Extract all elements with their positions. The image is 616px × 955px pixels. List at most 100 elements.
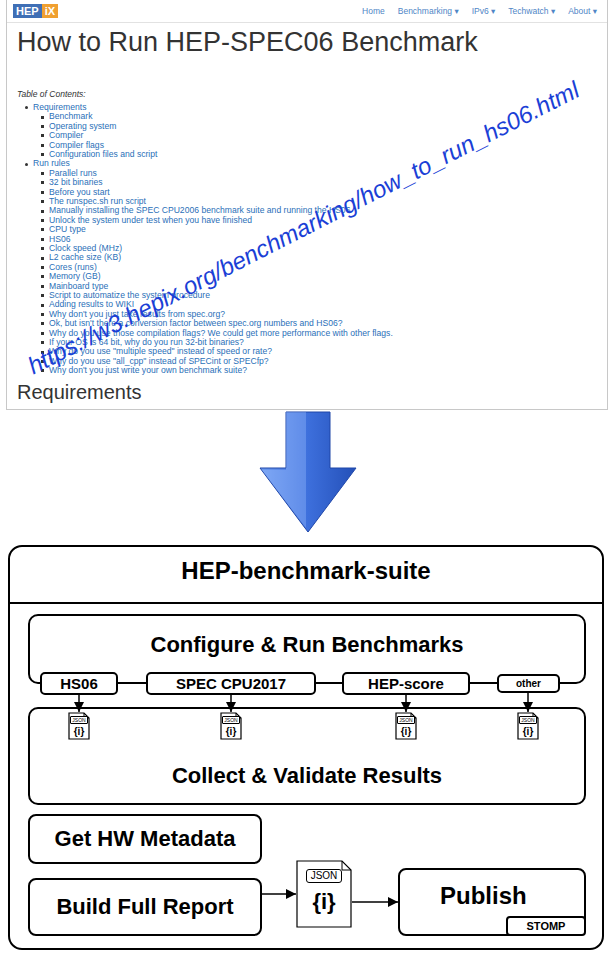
toc-bullet — [41, 134, 44, 137]
toc-bullet — [41, 294, 44, 297]
connector-arrow — [352, 901, 398, 903]
node-label: HEP-score — [368, 674, 444, 693]
toc-bullet — [41, 144, 44, 147]
toc-bullet — [41, 257, 44, 260]
toc-row: HS06 — [41, 235, 71, 244]
toc-row: 32 bit binaries — [41, 178, 103, 187]
toc-bullet — [41, 153, 44, 156]
stage-box: Configure & Run BenchmarksHS06SPEC CPU20… — [28, 614, 586, 684]
json-icon: JSON{i} — [68, 712, 90, 740]
document-shape — [518, 713, 538, 739]
toc-bullet — [41, 266, 44, 269]
toc-row: Configuration files and script — [41, 150, 157, 159]
json-icon: JSON {i} — [296, 860, 352, 928]
toc-row: Clock speed (MHz) — [41, 244, 122, 253]
toc-bullet — [25, 106, 28, 109]
toc-link: Why do you use "all_cpp" instead of SPEC… — [49, 357, 269, 366]
toc-bullet — [41, 332, 44, 335]
toc-bullet — [41, 191, 44, 194]
document-fold — [342, 861, 351, 870]
toc-link: HS06 — [49, 235, 71, 244]
toc-row: Run rules — [25, 159, 70, 168]
node-label: Configure & Run Benchmarks — [151, 632, 464, 658]
toc-link: Run rules — [33, 159, 70, 168]
document-shape — [297, 861, 351, 927]
stage-box: Collect & Validate Results JSON {i} JSON {i}… — [28, 707, 586, 805]
toc-link: Requirements — [33, 103, 87, 112]
toc-row: Mainboard type — [41, 282, 108, 291]
process-box: PublishSTOMP — [398, 868, 586, 936]
connector-arrow — [527, 693, 529, 712]
toc-bullet — [41, 172, 44, 175]
json-icon: JSON{i} — [517, 712, 539, 740]
toc-link: Configuration files and script — [49, 150, 157, 159]
toc-link: Memory (GB) — [49, 272, 101, 281]
toc-link: Mainboard type — [49, 282, 108, 291]
toc-link: Benchmark — [49, 112, 92, 121]
toc-bullet — [41, 200, 44, 203]
toc-bullet — [41, 275, 44, 278]
toc-link: Why don't you just write your own benchm… — [49, 366, 247, 375]
icon-symbol: {i} — [74, 726, 85, 738]
nav-bar: HEPiX HomeBenchmarking ▾IPv6 ▾Techwatch ▾… — [7, 0, 607, 23]
connector-arrow — [78, 695, 80, 712]
connector-arrow — [262, 893, 296, 895]
toc-link: Operating system — [49, 122, 116, 131]
toc-row: Compiler — [41, 131, 83, 140]
nav-link: Home — [362, 6, 385, 17]
protocol-tag: STOMP — [506, 916, 586, 936]
toc-link: Compiler flags — [49, 141, 104, 150]
arrow-highlight — [262, 412, 306, 528]
toc-bullet — [41, 125, 44, 128]
toc-bullet — [41, 341, 44, 344]
toc-link: Cores (runs) — [49, 263, 97, 272]
toc-row: L2 cache size (KB) — [41, 253, 121, 262]
node-label: HEP-benchmark-suite — [181, 557, 430, 585]
toc-bullet — [41, 210, 44, 213]
logo-text: iX — [42, 4, 58, 18]
toc-link: Parallel runs — [49, 169, 97, 178]
icon-label: JSON — [397, 716, 415, 724]
document-shape — [69, 713, 89, 739]
icon-symbol: {i} — [401, 726, 412, 738]
benchmark-box: HS06 — [40, 672, 118, 695]
benchmark-box: HEP-score — [342, 672, 470, 695]
process-box: Get HW Metadata — [28, 814, 262, 864]
icon-symbol: {i} — [312, 889, 335, 915]
toc-bullet — [41, 228, 44, 231]
toc-bullet — [41, 304, 44, 307]
toc-bullet — [41, 116, 44, 119]
section-heading: Requirements — [17, 380, 142, 404]
nav-link: IPv6 ▾ — [472, 6, 496, 17]
node-label: Collect & Validate Results — [172, 763, 442, 789]
toc-link: The runspec.sh run script — [49, 197, 146, 206]
suite-frame: HEP-benchmark-suiteConfigure & Run Bench… — [8, 545, 604, 950]
json-icon: JSON{i} — [220, 712, 242, 740]
toc-link: 32 bit binaries — [49, 178, 103, 187]
nav-menu: HomeBenchmarking ▾IPv6 ▾Techwatch ▾About… — [362, 6, 597, 17]
icon-label: JSON — [222, 716, 240, 724]
toc-link: Unlock the system under test when you ha… — [49, 216, 252, 225]
icon-label: JSON — [306, 869, 343, 883]
logo-text: HEP — [13, 4, 42, 18]
toc-link: Before you start — [49, 188, 110, 197]
toc-bullet — [41, 322, 44, 325]
toc-link: L2 cache size (KB) — [49, 253, 121, 262]
page-title: How to Run HEP-SPEC06 Benchmark — [17, 26, 478, 58]
toc-row: Before you start — [41, 188, 110, 197]
json-icon: JSON {i} — [395, 712, 417, 740]
node-label: SPEC CPU2017 — [176, 674, 286, 693]
process-box: Build Full Report — [28, 878, 262, 936]
node-label: Build Full Report — [56, 894, 233, 920]
toc-link: Clock speed (MHz) — [49, 244, 122, 253]
toc-row: Why don't you just write your own benchm… — [41, 366, 247, 375]
title-divider — [10, 602, 602, 604]
toc-row: Cores (runs) — [41, 263, 97, 272]
toc-bullet — [41, 285, 44, 288]
toc-bullet — [41, 238, 44, 241]
toc-heading: Table of Contents: — [17, 89, 86, 99]
connector-arrow — [405, 695, 407, 712]
down-arrow — [260, 412, 356, 532]
